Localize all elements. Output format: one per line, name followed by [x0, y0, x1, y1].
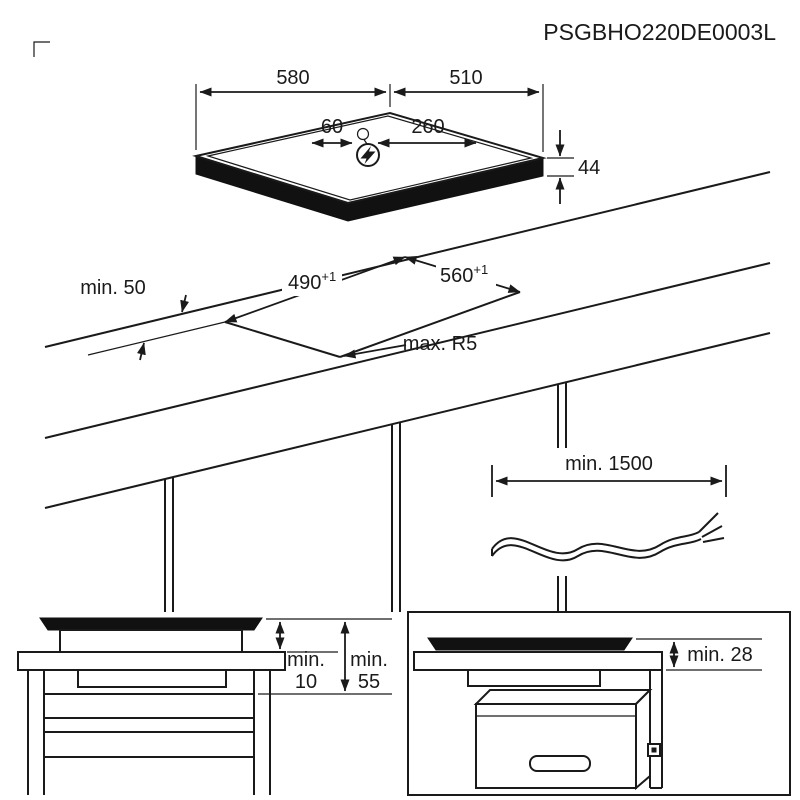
table-rail	[43, 731, 255, 758]
panel-border	[407, 611, 791, 796]
dim-min55: min. 55	[258, 621, 392, 695]
worktop-front-edge	[44, 262, 771, 439]
hob-underside-box	[467, 669, 601, 687]
dim-min28: min. 28	[636, 638, 762, 671]
wire-end	[702, 537, 725, 543]
table-frame	[27, 670, 271, 795]
cutout: 490+1 560+1	[224, 256, 521, 358]
worktop-side	[413, 651, 663, 671]
oven-knob-center	[651, 747, 657, 753]
hob-underside-box	[77, 669, 227, 688]
hob-isometric-view	[192, 111, 547, 222]
oven-side	[635, 687, 651, 791]
cabinet-side-panel	[649, 670, 663, 789]
dim-cable-position: 60 260	[311, 116, 477, 148]
dim-hob-height: 44	[547, 130, 600, 204]
corner-mark	[33, 41, 50, 57]
cutout-edge-left	[224, 321, 341, 358]
lightning-bolt-icon	[360, 146, 376, 164]
dim-hob-depth: 510	[393, 67, 544, 152]
hob-glass-side	[39, 617, 263, 631]
power-connection-symbol	[356, 143, 380, 167]
dim-label-min55-value: 55	[358, 671, 380, 693]
dim-label-60: 60	[321, 116, 343, 138]
table-rail	[43, 693, 255, 719]
hob-glass-inner-edge	[205, 115, 534, 201]
drawing-code: PSGBHO220DE0003L	[543, 19, 776, 45]
dim-label-580: 580	[276, 67, 309, 89]
oven-top	[473, 689, 653, 705]
cable-squiggle	[491, 512, 725, 562]
dim-label-min50: min. 50	[80, 277, 146, 299]
dim-label-min55-prefix: min.	[350, 649, 388, 671]
dim-label-maxr5: max. R5	[403, 333, 477, 355]
dim-label-510: 510	[449, 67, 482, 89]
wire-end	[701, 525, 723, 538]
dim-label-min28: min. 28	[687, 644, 753, 666]
hob-glass-side	[427, 637, 633, 651]
side-view-table: min. 10 min. 55	[17, 617, 392, 795]
dim-label-44: 44	[578, 157, 600, 179]
cable-figure: min. 1500	[474, 448, 744, 576]
oven-panel: min. 28	[407, 611, 791, 796]
oven	[473, 687, 661, 791]
oven-door-handle	[529, 755, 591, 772]
dim-label-560: 560+1	[440, 262, 488, 287]
dim-label-min10-value: 10	[295, 671, 317, 693]
dim-label-min1500: min. 1500	[565, 453, 653, 475]
worktop-apron-edge	[44, 332, 771, 509]
dim-label-490: 490+1	[288, 269, 336, 294]
dim-hob-width: 580	[195, 67, 391, 150]
cable-gland-hole	[356, 127, 370, 141]
hob-frame-side	[59, 629, 243, 653]
oven-front	[475, 703, 637, 789]
worktop-side	[17, 651, 286, 671]
wire-end	[698, 512, 719, 533]
dim-label-260: 260	[411, 116, 444, 138]
dim-corner-radius: max. R5	[343, 333, 477, 359]
cutout-edge-front	[339, 291, 521, 358]
dim-rear-clearance: min. 50	[80, 277, 226, 361]
dim-min10: min. 10	[266, 618, 392, 693]
dim-label-min10-prefix: min.	[287, 649, 325, 671]
